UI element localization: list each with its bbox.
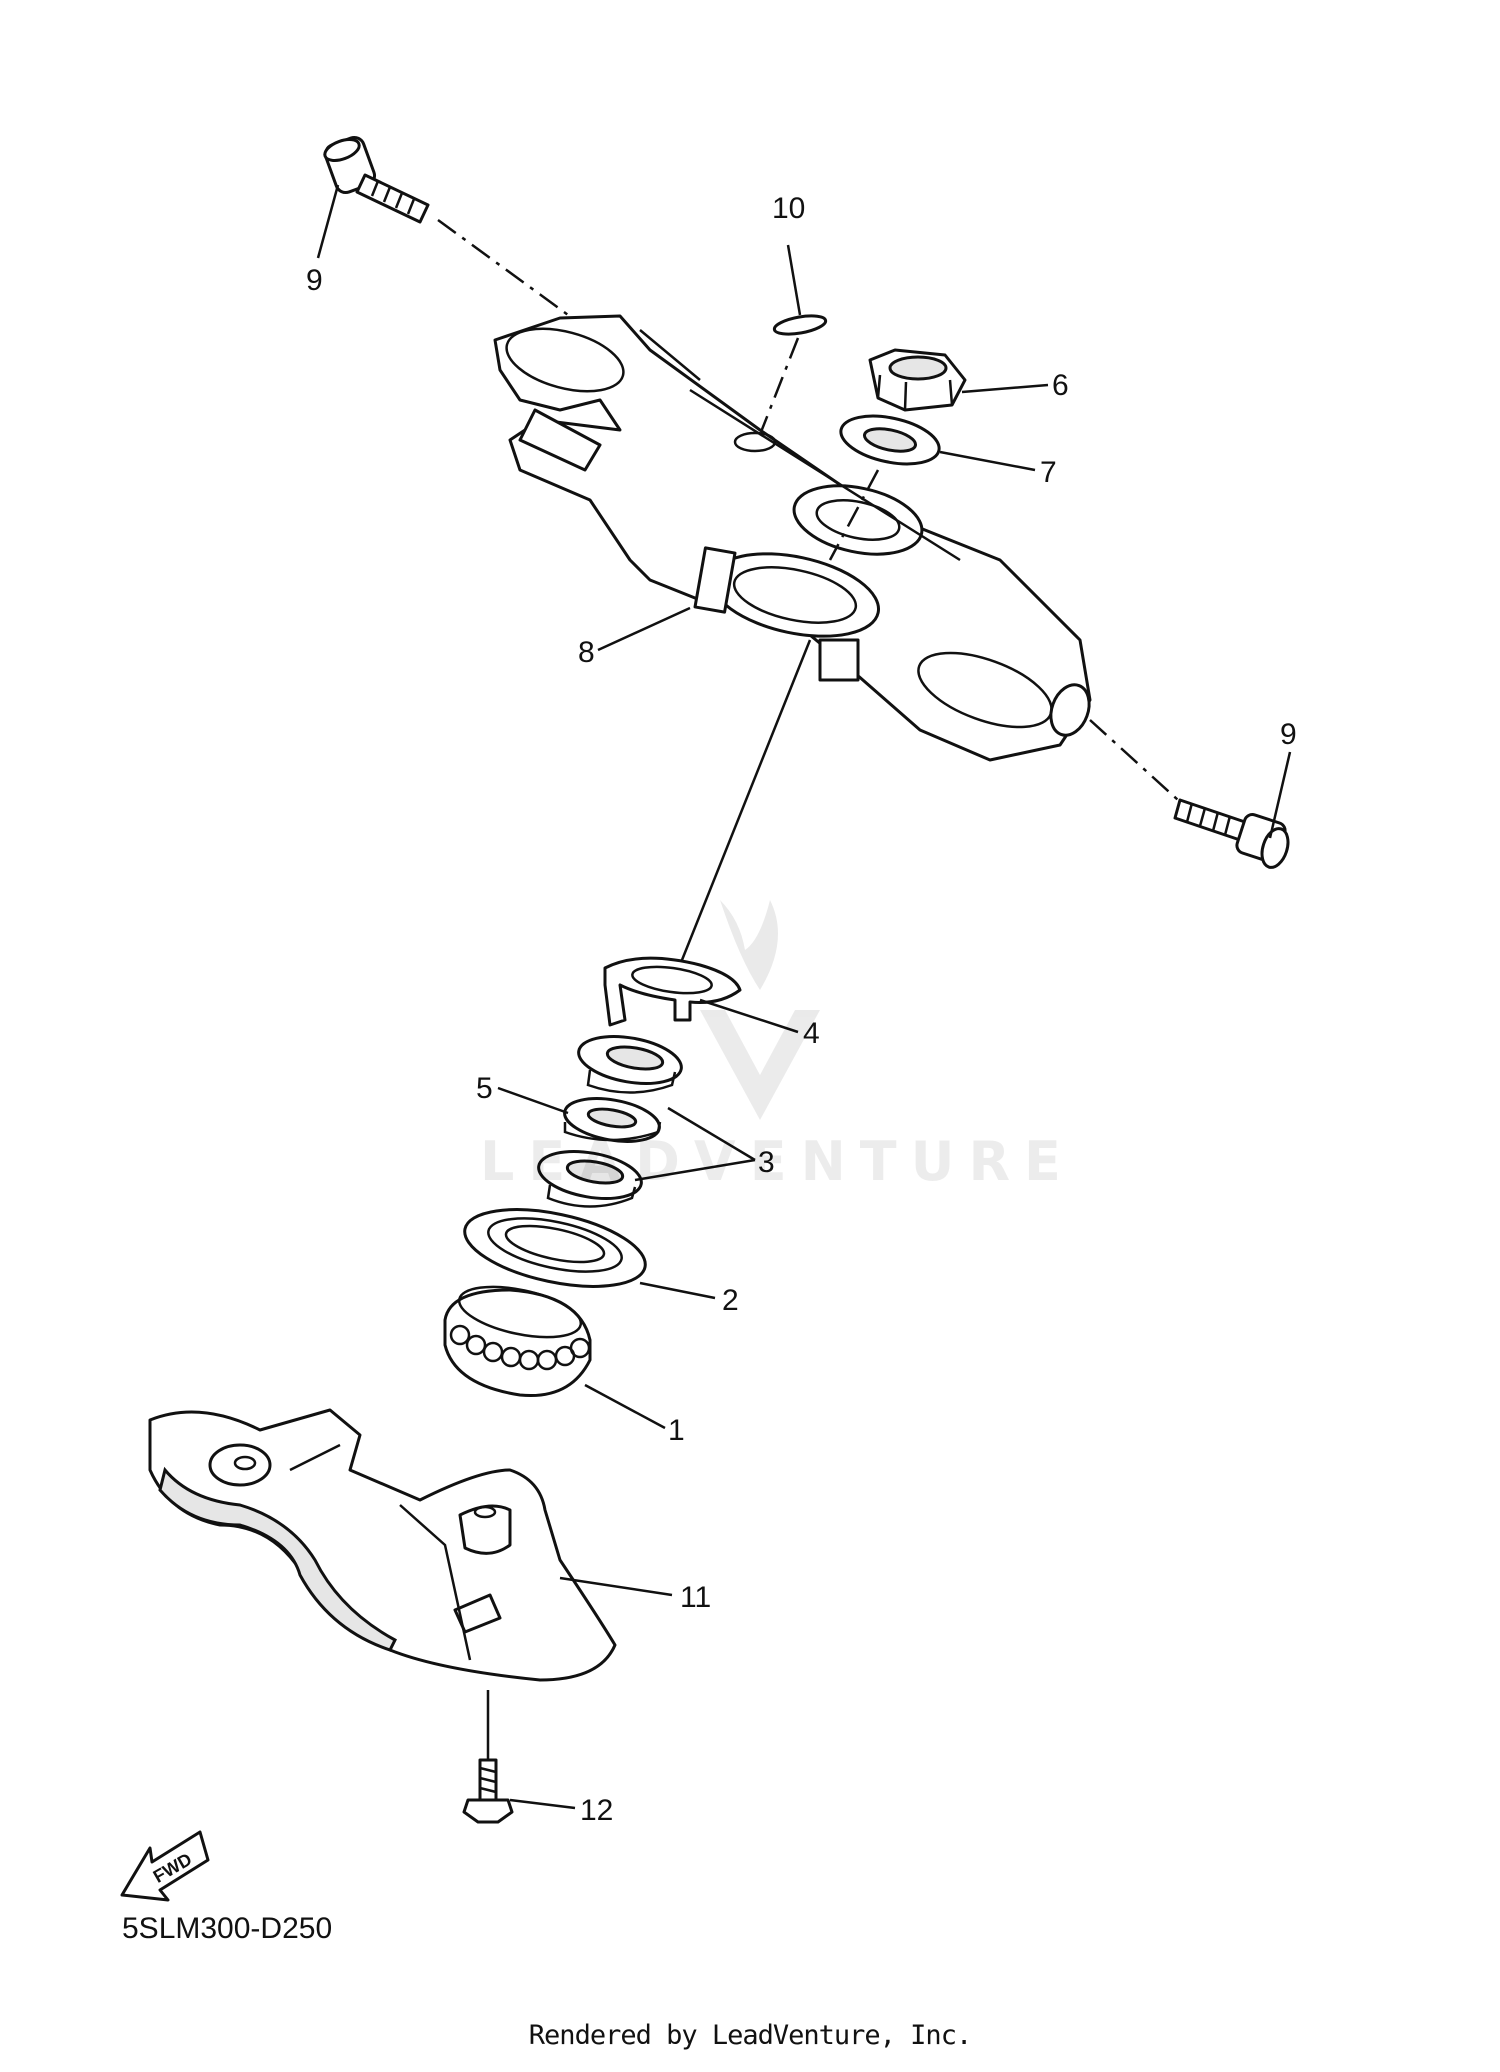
callout-10: 10 xyxy=(772,192,805,225)
axis-line-bolt-lower xyxy=(1089,719,1179,801)
part-2-bearing-race[interactable] xyxy=(458,1196,652,1301)
part-4-lock-washer[interactable] xyxy=(603,956,742,1027)
axis-line-bolt-upper xyxy=(437,218,576,322)
axis-line-plug xyxy=(748,337,800,461)
steering-axis-line xyxy=(670,639,812,986)
callout-6: 6 xyxy=(1052,369,1069,402)
part-9-bolt-upper[interactable] xyxy=(322,135,430,224)
callout-3: 3 xyxy=(758,1146,775,1179)
part-10-plug[interactable] xyxy=(772,313,828,338)
part-6-nut[interactable] xyxy=(868,348,967,412)
axis-line-nut xyxy=(828,469,880,561)
render-credit: Rendered by LeadVenture, Inc. xyxy=(528,2020,972,2051)
callout-8: 8 xyxy=(578,636,595,669)
callout-2: 2 xyxy=(722,1284,739,1317)
drawing-code: 5SLM300-D250 xyxy=(122,1912,333,1945)
leadventure-logo-watermark-icon xyxy=(700,900,820,1120)
callout-leaders xyxy=(316,184,1292,1810)
callout-9-lower: 9 xyxy=(1280,718,1297,751)
part-3-ring-nut-lower[interactable] xyxy=(535,1144,645,1208)
callout-12: 12 xyxy=(580,1794,613,1827)
part-12-small-bolt[interactable] xyxy=(462,1758,514,1824)
callout-7: 7 xyxy=(1040,456,1057,489)
part-8-upper-bracket[interactable] xyxy=(493,314,1096,762)
part-1-bearing[interactable] xyxy=(443,1278,592,1398)
part-9-bolt-lower[interactable] xyxy=(1173,798,1293,871)
fwd-arrow-icon: FWD xyxy=(120,1830,210,1902)
callout-4: 4 xyxy=(803,1017,820,1050)
watermark-text: LEADVENTURE xyxy=(480,1130,1075,1193)
part-5-rubber-washer[interactable] xyxy=(561,1092,662,1148)
part-11-lower-bracket[interactable] xyxy=(148,1408,617,1682)
callout-11: 11 xyxy=(680,1581,711,1614)
callout-5: 5 xyxy=(476,1072,493,1105)
callout-1: 1 xyxy=(668,1414,685,1447)
part-7-washer[interactable] xyxy=(837,408,944,472)
callout-9-upper: 9 xyxy=(306,264,323,297)
part-3-ring-nut-upper[interactable] xyxy=(575,1029,685,1094)
